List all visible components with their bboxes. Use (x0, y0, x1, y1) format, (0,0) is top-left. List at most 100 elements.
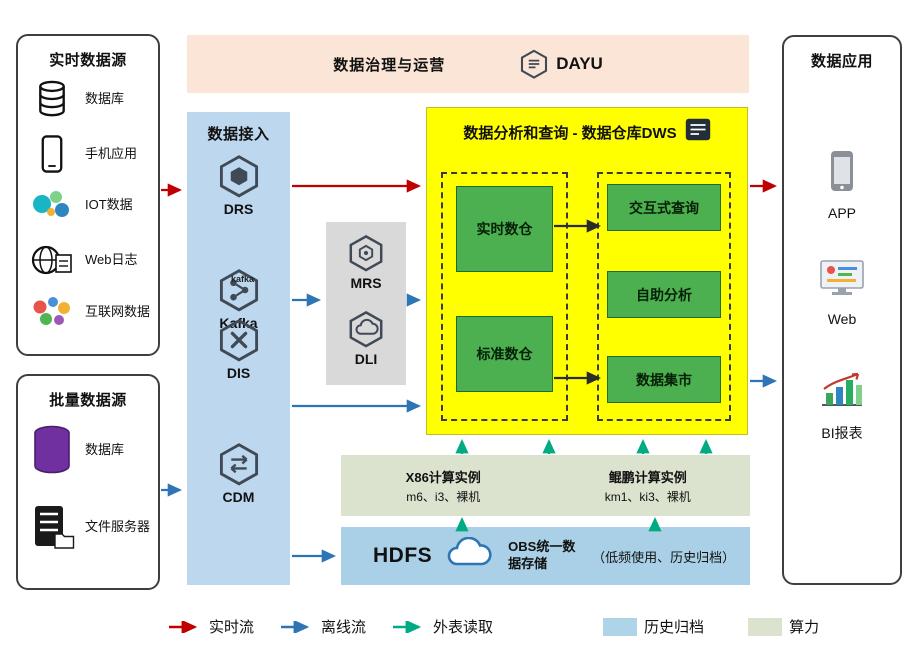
dws-warehouse-group (441, 172, 568, 421)
batch-sources-title: 批量数据源 (49, 392, 127, 409)
legend-label: 实时流 (209, 619, 255, 636)
dws-panel: 数据分析和查询 - 数据仓库DWS 实时数仓 标准数仓 交互式查询 自助分析 数… (426, 107, 748, 435)
kafka-hexagon-icon (217, 268, 261, 312)
service-mrs: MRS (326, 234, 406, 291)
file-server-icon (28, 504, 76, 550)
list-item: IOT数据 (28, 188, 152, 222)
database-icon (28, 78, 76, 120)
list-item: Web日志 (28, 242, 152, 278)
list-item: 文件服务器 (28, 504, 152, 550)
realtime-sources-title: 实时数据源 (49, 52, 127, 69)
module-interactive-query: 交互式查询 (607, 184, 721, 231)
applications-title: 数据应用 (810, 53, 873, 70)
module-data-mart: 数据集市 (607, 356, 721, 403)
module-realtime-warehouse: 实时数仓 (456, 186, 553, 272)
kafka-wordmark: kafka (231, 274, 255, 284)
item-label: 互联网数据 (85, 303, 151, 319)
legend-realtime-flow: 实时流 (168, 616, 254, 637)
legend-label: 历史归档 (644, 619, 705, 636)
dayu-logo-icon (519, 49, 549, 79)
obs-cloud-icon (446, 536, 494, 576)
legend-label: 离线流 (321, 619, 367, 636)
dis-hexagon-icon (217, 318, 261, 362)
phone-icon (28, 134, 76, 174)
legend-external-read: 外表读取 (392, 616, 493, 637)
service-cdm: CDM (187, 442, 290, 505)
x86-subtitle: m6、i3、裸机 (406, 489, 481, 504)
dws-logo-icon (685, 118, 711, 146)
item-label: IOT数据 (85, 196, 133, 212)
obs-note: （低频使用、历史归档） (592, 549, 736, 565)
item-label: 文件服务器 (85, 518, 151, 534)
module-standard-warehouse: 标准数仓 (456, 316, 553, 392)
x86-compute-group: X86计算实例 m6、i3、裸机 (341, 455, 546, 516)
bi-report-icon (818, 369, 866, 416)
hdfs-label: HDFS (373, 544, 433, 567)
archive-swatch (603, 617, 638, 636)
governance-bar: 数据治理与运营 DAYU (187, 35, 749, 93)
governance-title: 数据治理与运营 (333, 56, 446, 74)
kunpeng-subtitle: km1、ki3、裸机 (604, 489, 691, 504)
app-phone-icon (828, 149, 856, 198)
cdm-hexagon-icon (217, 442, 261, 486)
web-monitor-icon (819, 259, 865, 304)
service-drs: DRS (187, 154, 290, 217)
legend-label: 算力 (789, 619, 820, 636)
applications-panel: 数据应用 APP Web BI报表 (782, 35, 902, 585)
realtime-sources-panel: 实时数据源 数据库 手机应用 IOT数据 Web日志 (16, 34, 160, 356)
kunpeng-title: 鲲鹏计算实例 (608, 469, 687, 485)
dayu-brand: DAYU (519, 49, 603, 79)
list-item: APP (784, 149, 900, 221)
module-self-service-analysis: 自助分析 (607, 271, 721, 318)
dayu-label: DAYU (556, 54, 603, 73)
item-label: 手机应用 (85, 145, 138, 161)
compute-instances-bar: X86计算实例 m6、i3、裸机 鲲鹏计算实例 km1、ki3、裸机 (341, 455, 750, 516)
legend-compute-power: 算力 (748, 616, 819, 637)
dws-analytics-group (597, 172, 731, 421)
list-item: Web (784, 259, 900, 327)
ingestion-panel: 数据接入 DRS kafka Kafka DIS CDM (187, 112, 290, 585)
storage-bar: HDFS OBS统一数据存储 （低频使用、历史归档） (341, 527, 750, 585)
batch-sources-panel: 批量数据源 数据库 文件服务器 (16, 374, 160, 590)
item-label: BI报表 (821, 425, 863, 441)
kunpeng-compute-group: 鲲鹏计算实例 km1、ki3、裸机 (546, 455, 751, 516)
internet-data-icon (28, 294, 76, 330)
list-item: 互联网数据 (28, 294, 152, 330)
red-arrow-icon (169, 620, 198, 633)
list-item: 数据库 (28, 78, 152, 120)
item-label: Web日志 (85, 251, 138, 267)
item-label: APP (827, 205, 856, 221)
service-label: MRS (350, 275, 382, 291)
service-label: DRS (223, 201, 254, 217)
dws-title: 数据分析和查询 - 数据仓库DWS (463, 124, 677, 142)
database-purple-icon (28, 424, 76, 476)
list-item: 数据库 (28, 424, 152, 476)
service-label: CDM (222, 489, 255, 505)
list-item: BI报表 (784, 369, 900, 443)
legend-offline-flow: 离线流 (280, 616, 366, 637)
service-dli: DLI (326, 310, 406, 367)
dli-hexagon-icon (347, 310, 385, 348)
item-label: Web (827, 311, 857, 327)
service-label: DLI (354, 351, 378, 367)
legend: 实时流 离线流 外表读取 历史归档 算力 (168, 616, 845, 637)
ingestion-title: 数据接入 (207, 126, 270, 143)
dws-header: 数据分析和查询 - 数据仓库DWS (427, 108, 747, 146)
service-dis: DIS (187, 318, 290, 381)
item-label: 数据库 (85, 90, 125, 106)
item-label: 数据库 (85, 441, 125, 457)
list-item: 手机应用 (28, 134, 152, 174)
mrs-hexagon-icon (347, 234, 385, 272)
compute-swatch (748, 617, 783, 636)
iot-icon (28, 188, 76, 222)
processing-panel: MRS DLI (326, 222, 406, 385)
blue-arrow-icon (281, 620, 310, 633)
teal-arrow-icon (393, 620, 422, 633)
obs-title: OBS统一数据存储 (508, 539, 576, 571)
drs-hexagon-icon (217, 154, 261, 198)
legend-history-archive: 历史归档 (603, 616, 704, 637)
service-label: DIS (226, 365, 251, 381)
x86-title: X86计算实例 (405, 469, 481, 485)
web-log-icon (28, 242, 76, 278)
